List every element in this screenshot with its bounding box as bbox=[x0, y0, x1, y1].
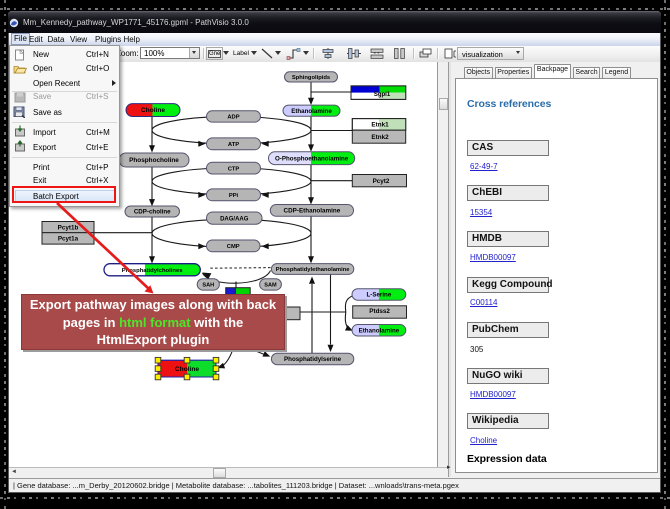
svg-text:CTP: CTP bbox=[228, 166, 240, 172]
svg-text:PPi: PPi bbox=[229, 193, 239, 199]
svg-text:Phosphatidylserine: Phosphatidylserine bbox=[284, 356, 342, 363]
svg-text:Ethanolamine: Ethanolamine bbox=[359, 327, 400, 334]
svg-text:Pcyt1a: Pcyt1a bbox=[58, 236, 79, 243]
svg-text:Sphingolipids: Sphingolipids bbox=[292, 75, 330, 81]
svg-text:Sgpl1: Sgpl1 bbox=[374, 92, 391, 98]
svg-text:Choline: Choline bbox=[175, 366, 200, 373]
svg-text:Phosphocholine: Phosphocholine bbox=[129, 157, 179, 164]
svg-text:Ethanolamine: Ethanolamine bbox=[291, 108, 332, 115]
svg-text:DAG/AAG: DAG/AAG bbox=[220, 216, 249, 222]
svg-text:Etnk1: Etnk1 bbox=[371, 122, 389, 129]
svg-text:Pcyt2: Pcyt2 bbox=[373, 178, 390, 185]
svg-text:Pcyt1b: Pcyt1b bbox=[58, 224, 79, 231]
svg-text:CDP-Ethanolamine: CDP-Ethanolamine bbox=[284, 208, 341, 215]
svg-text:Phosphatidylcholines: Phosphatidylcholines bbox=[122, 268, 184, 274]
svg-text:ATP: ATP bbox=[228, 142, 239, 148]
svg-text:Phosphatidylethanolamine: Phosphatidylethanolamine bbox=[276, 267, 351, 273]
svg-text:O-Phosphoethanolamine: O-Phosphoethanolamine bbox=[275, 155, 349, 162]
svg-text:SAH: SAH bbox=[202, 283, 214, 289]
svg-text:L-Serine: L-Serine bbox=[367, 292, 392, 299]
svg-text:SAM: SAM bbox=[264, 283, 277, 289]
svg-text:Ptdss2: Ptdss2 bbox=[369, 308, 390, 315]
svg-text:Choline: Choline bbox=[141, 107, 166, 114]
svg-text:CMP: CMP bbox=[227, 244, 240, 250]
svg-text:Etnk2: Etnk2 bbox=[371, 134, 389, 141]
svg-text:CDP-choline: CDP-choline bbox=[134, 209, 171, 216]
svg-text:ADP: ADP bbox=[227, 115, 239, 121]
